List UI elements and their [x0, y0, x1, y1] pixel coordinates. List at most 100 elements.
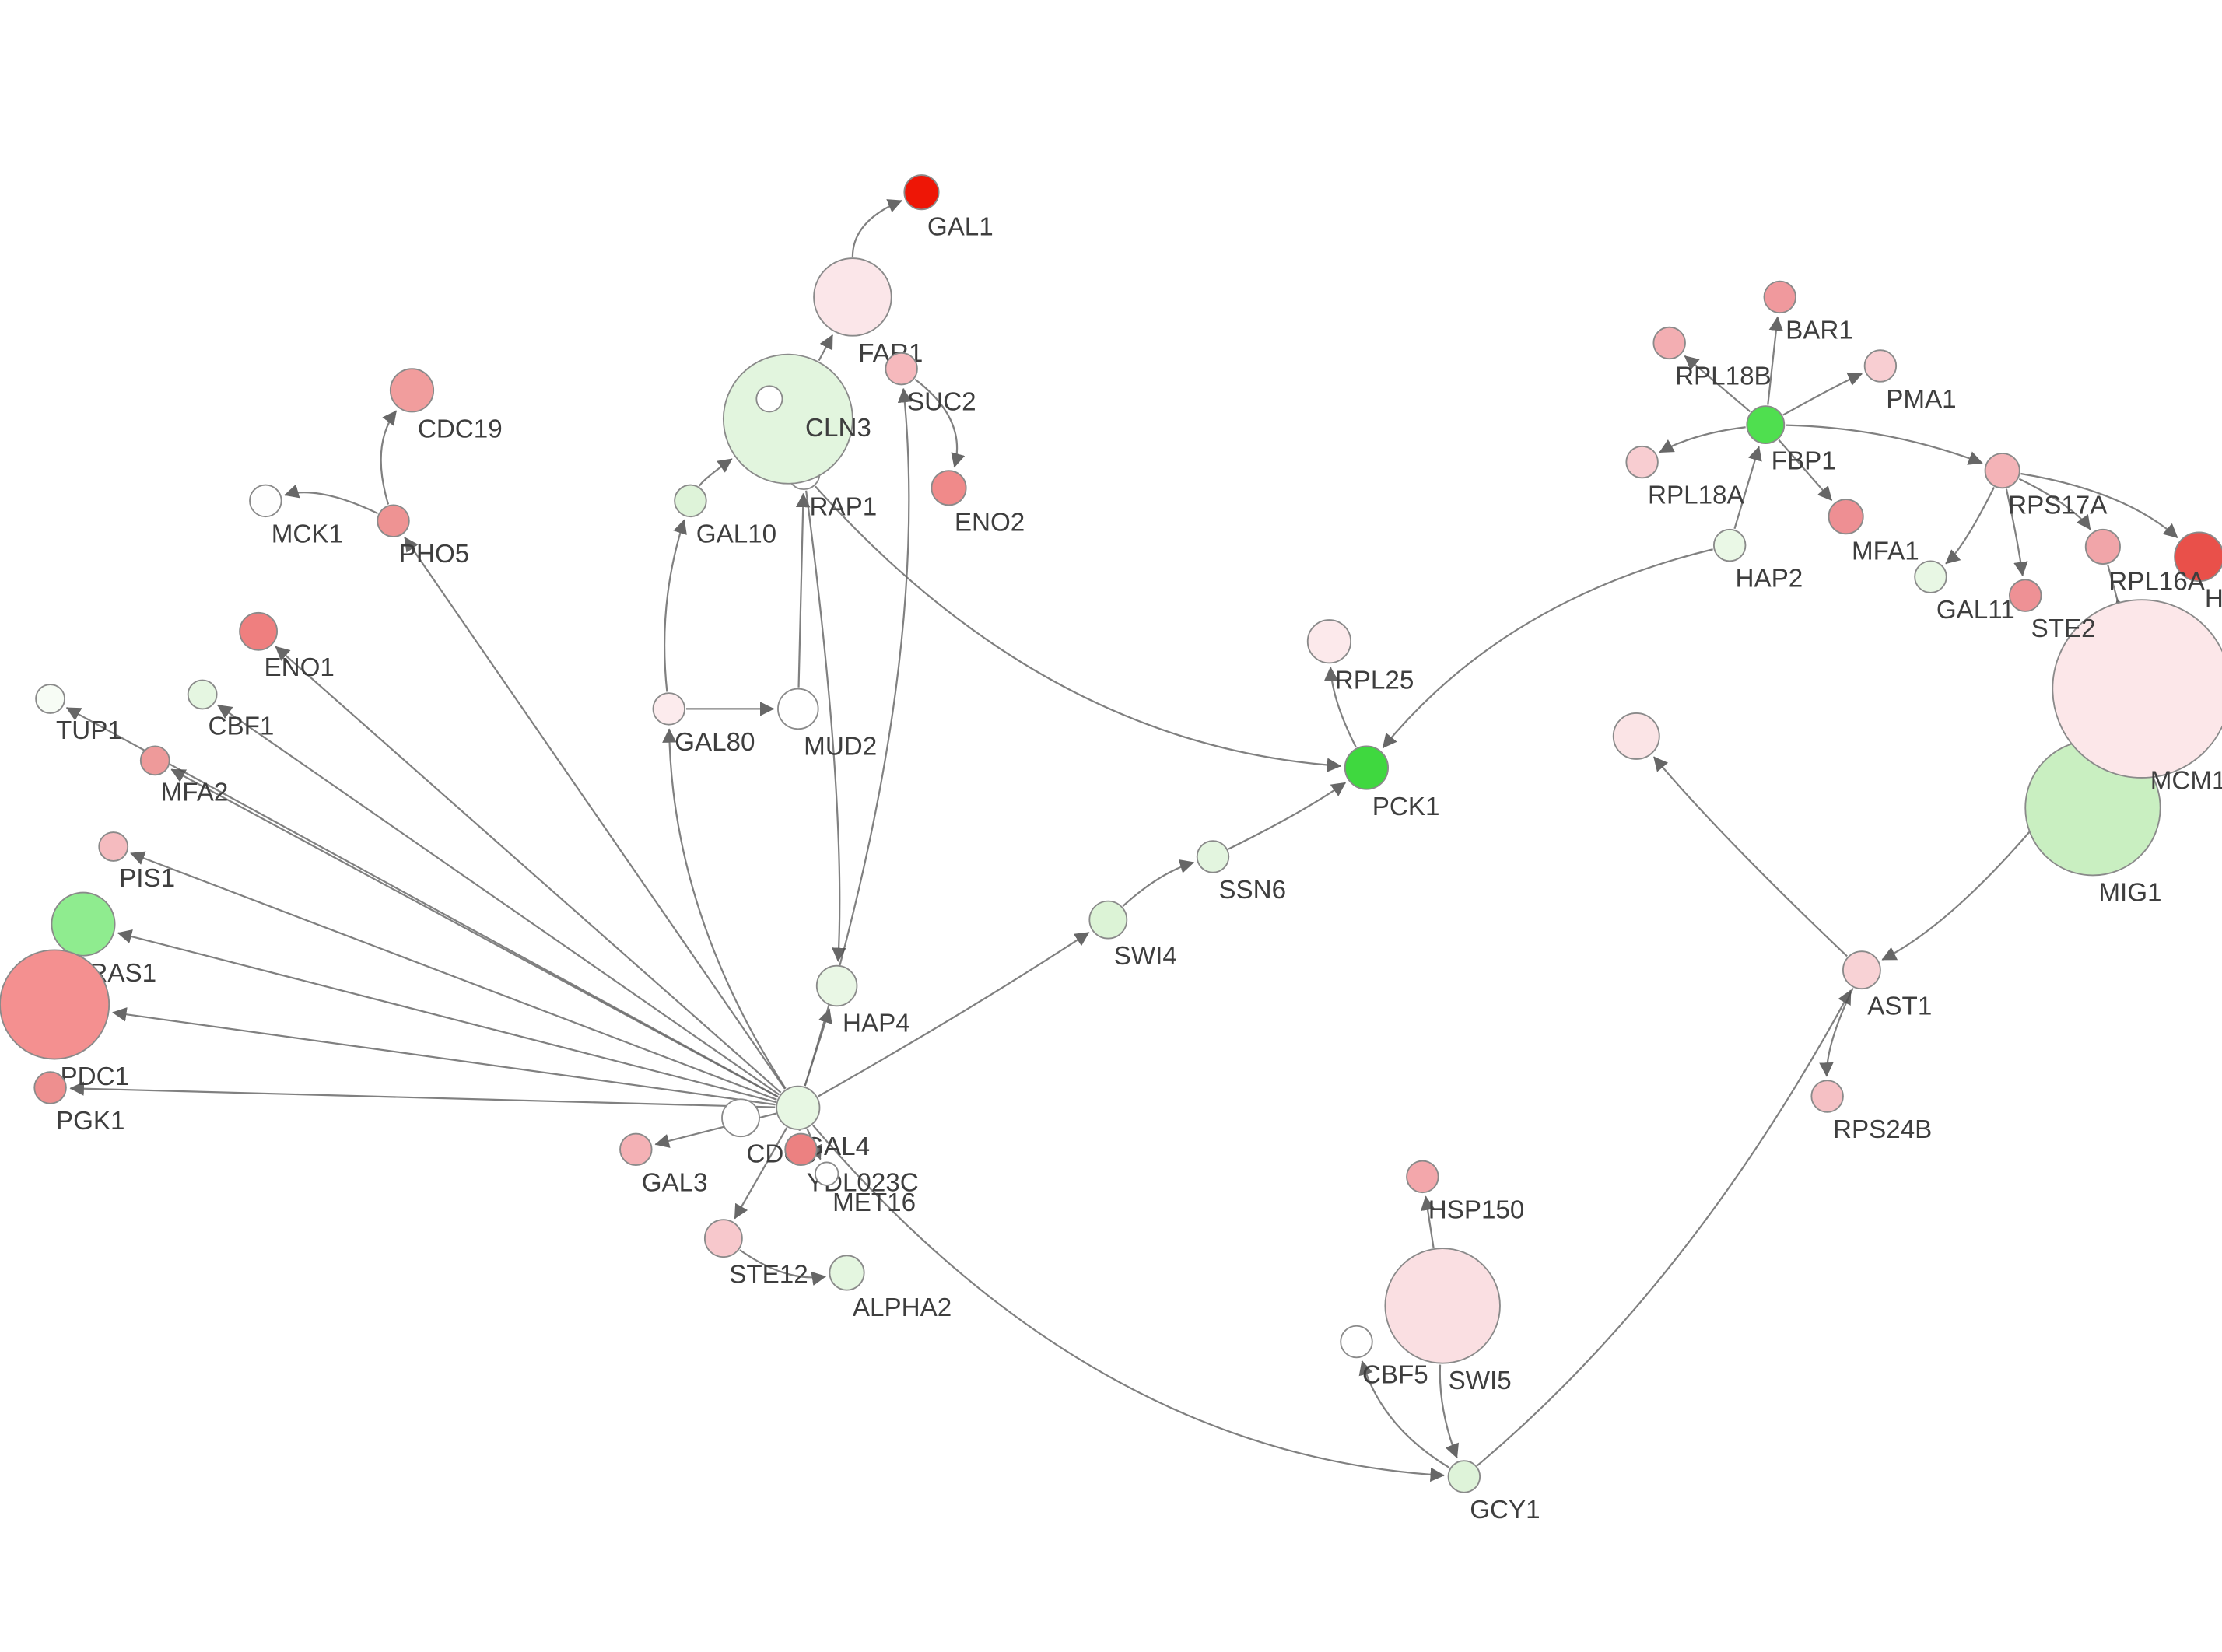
node-swi4[interactable]	[1088, 900, 1128, 940]
edge-gal4-ras1[interactable]	[117, 929, 776, 1104]
edge-pho5-cdc19[interactable]	[380, 410, 398, 505]
edge-gal4-gal80[interactable]	[662, 728, 787, 1090]
node-cbf1[interactable]	[187, 679, 218, 710]
node-pma1[interactable]	[1863, 349, 1898, 383]
edge-ssn6-pck1[interactable]	[1228, 782, 1347, 850]
edge-ast1-node2[interactable]	[1652, 756, 1848, 957]
node-rpl25[interactable]	[1306, 619, 1352, 664]
node-eno1[interactable]	[239, 611, 279, 651]
node-cdc19[interactable]	[389, 368, 435, 413]
edge-rap1-hap4[interactable]	[805, 490, 846, 963]
node-pho5[interactable]	[377, 504, 410, 537]
edge-ste12-alpha2[interactable]	[739, 1249, 827, 1286]
node-label-gal1: GAL1	[927, 213, 994, 242]
node-rpl16a[interactable]	[2084, 528, 2121, 565]
node-ydl023c[interactable]	[784, 1132, 818, 1167]
node-pdc1[interactable]	[0, 949, 110, 1060]
edge-gal80-gal10[interactable]	[663, 519, 687, 692]
edge-gal4-gal3[interactable]	[654, 1112, 776, 1148]
node-suc2[interactable]	[885, 352, 918, 386]
node-hap4[interactable]	[815, 964, 858, 1007]
edge-swi5-gcy1[interactable]	[1439, 1364, 1459, 1459]
node-tup1[interactable]	[35, 684, 65, 714]
edge-mud2-rap1[interactable]	[795, 492, 811, 688]
edge-fbp1-rps17a[interactable]	[1786, 424, 1983, 465]
node-met16[interactable]	[815, 1161, 839, 1186]
node-cdc6[interactable]	[721, 1098, 760, 1138]
edge-gcy1-ast1[interactable]	[1477, 989, 1852, 1467]
edge-gal4-eno1[interactable]	[275, 646, 782, 1094]
node-eno2[interactable]	[931, 470, 967, 506]
node-hsp150[interactable]	[1406, 1160, 1439, 1194]
edge-rap1-pck1[interactable]	[815, 485, 1342, 772]
node-pck1[interactable]	[1344, 745, 1389, 790]
edge-gal4-pho5[interactable]	[404, 537, 786, 1090]
edge-rps17a-his4[interactable]	[2020, 472, 2178, 539]
node-gal3[interactable]	[619, 1132, 653, 1167]
edge-fbp1-mfa1[interactable]	[1778, 439, 1833, 502]
edge-rpl16a-mcm1[interactable]	[2107, 564, 2128, 614]
node-unlabeled[interactable]	[755, 385, 783, 413]
edge-gal4-gcy1[interactable]	[812, 1125, 1445, 1482]
edge-hap2-pck1[interactable]	[1382, 548, 1713, 749]
edge-layer	[65, 199, 2178, 1482]
node-rpl18b[interactable]	[1652, 326, 1686, 360]
edge-gal4-mfa2[interactable]	[170, 768, 779, 1098]
node-unlabeled[interactable]	[1612, 712, 1660, 760]
edge-gal4-swi4[interactable]	[817, 931, 1090, 1097]
edge-swi4-ssn6[interactable]	[1122, 859, 1195, 907]
edge-fbp1-rpl18b[interactable]	[1684, 355, 1751, 413]
node-rps24b[interactable]	[1810, 1080, 1844, 1113]
edge-fbp1-rpl18a[interactable]	[1659, 426, 1746, 453]
node-hap2[interactable]	[1712, 528, 1747, 562]
node-his4[interactable]	[2174, 531, 2222, 583]
node-mfa1[interactable]	[1828, 499, 1864, 535]
edge-suc2-eno2[interactable]	[914, 378, 966, 468]
node-alpha2[interactable]	[829, 1255, 865, 1291]
node-cln3[interactable]	[722, 353, 853, 485]
edge-gal4-ste12[interactable]	[734, 1127, 788, 1220]
node-ssn6[interactable]	[1196, 840, 1230, 873]
edge-hap2-fbp1[interactable]	[1733, 446, 1762, 530]
edge-gal4-cbf1[interactable]	[217, 704, 780, 1096]
node-gcy1[interactable]	[1447, 1460, 1481, 1493]
node-pis1[interactable]	[98, 831, 129, 862]
edge-rps17a-ste2[interactable]	[2005, 488, 2028, 576]
node-mfa2[interactable]	[139, 745, 170, 776]
node-ast1[interactable]	[1842, 950, 1881, 990]
node-gal1[interactable]	[903, 174, 940, 211]
node-swi5[interactable]	[1384, 1248, 1501, 1364]
node-fbp1[interactable]	[1746, 405, 1786, 445]
node-mck1[interactable]	[249, 484, 282, 518]
edge-ast1-rps24b[interactable]	[1819, 987, 1854, 1077]
node-pgk1[interactable]	[33, 1071, 67, 1104]
node-gal80[interactable]	[652, 692, 685, 726]
edge-gal4-pdc1[interactable]	[112, 1007, 776, 1106]
node-mud2[interactable]	[777, 688, 819, 730]
edge-far1-gal1[interactable]	[851, 199, 902, 257]
node-rps17a[interactable]	[1984, 453, 2020, 489]
node-ste12[interactable]	[703, 1219, 743, 1258]
node-ras1[interactable]	[51, 891, 116, 957]
edge-fbp1-bar1[interactable]	[1767, 316, 1784, 405]
edge-gal4-pis1[interactable]	[130, 851, 777, 1101]
edge-fbp1-pma1[interactable]	[1782, 372, 1863, 416]
node-rpl18a[interactable]	[1625, 445, 1659, 479]
node-gal10[interactable]	[674, 484, 707, 518]
edge-rps17a-rpl16a[interactable]	[2018, 478, 2091, 530]
edge-pho5-mck1[interactable]	[284, 484, 379, 515]
node-gal4[interactable]	[776, 1085, 821, 1130]
edge-pck1-rpl25[interactable]	[1323, 666, 1357, 748]
node-far1[interactable]	[813, 257, 892, 337]
edge-gcy1-cbf5[interactable]	[1358, 1360, 1450, 1468]
node-bar1[interactable]	[1763, 280, 1796, 314]
node-mcm1[interactable]	[2052, 599, 2222, 779]
node-gal11[interactable]	[1914, 560, 1947, 593]
edge-cln3-far1[interactable]	[818, 334, 834, 362]
edge-gal10-cln3[interactable]	[698, 458, 733, 487]
node-cbf5[interactable]	[1340, 1325, 1373, 1359]
edge-gal4-pgk1[interactable]	[69, 1081, 776, 1108]
node-ste2[interactable]	[2009, 579, 2042, 612]
edge-swi5-hsp150[interactable]	[1420, 1195, 1435, 1248]
edge-rps17a-gal11[interactable]	[1945, 487, 1996, 565]
